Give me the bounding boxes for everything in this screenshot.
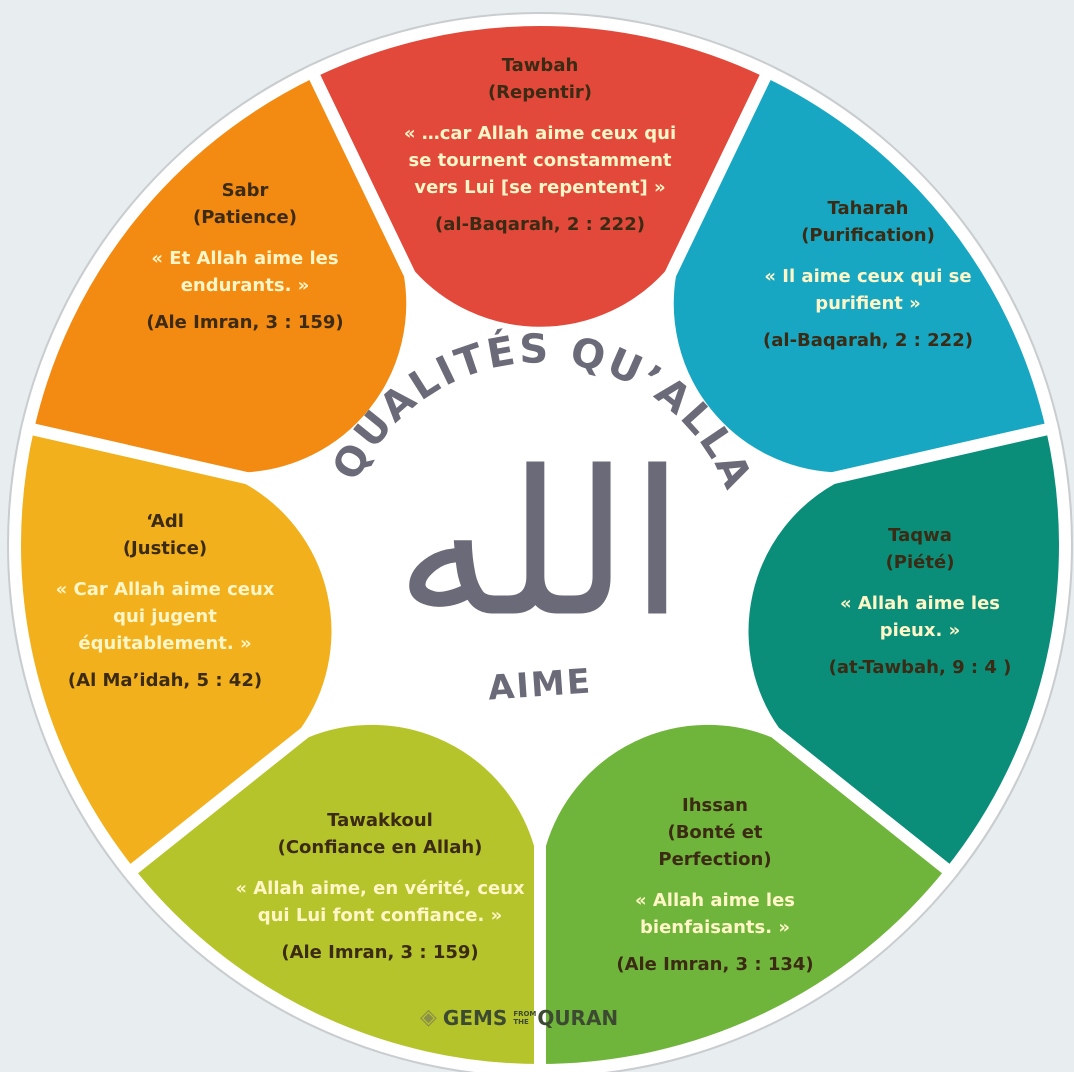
sector-label: Sabr (Patience) « Et Allah aime les endu… [140, 177, 350, 336]
allah-calligraphy: الله [395, 428, 685, 662]
sector-title: Sabr [221, 180, 269, 201]
sector-label: Taqwa (Piété) « Allah aime les pieux. » … [815, 522, 1025, 681]
center-subtitle: AIME [486, 661, 594, 709]
sector-title: Tawakkoul [327, 810, 433, 831]
sector-reference: (Ale Imran, 3 : 159) [146, 312, 344, 333]
sector-translation: (Purification) [801, 225, 935, 246]
sector-quote: « Allah aime, en vérité, ceux qui Lui fo… [235, 878, 525, 926]
sector-title: Tawbah [501, 55, 579, 76]
sector-label: Ihssan (Bonté et Perfection) « Allah aim… [615, 792, 815, 978]
gem-icon: ◈ [420, 1005, 437, 1030]
sector-reference: (Al Ma’idah, 5 : 42) [67, 670, 263, 691]
sector-translation: (Bonté et Perfection) [658, 822, 772, 870]
sector-label: Tawakkoul (Confiance en Allah) « Allah a… [230, 807, 530, 966]
sector-quote: « Allah aime les pieux. » [839, 593, 1001, 641]
sector-quote: « Car Allah aime ceux qui jugent équitab… [55, 579, 275, 654]
sector-translation: (Piété) [885, 552, 955, 573]
sector-title: Taqwa [888, 525, 952, 546]
sector-6 [20, 63, 419, 485]
logo: ◈ GEMS FROM THE QURAN [420, 1005, 618, 1030]
sector-label: Taharah (Purification) « Il aime ceux qu… [753, 195, 983, 354]
sector-translation: (Patience) [193, 207, 297, 228]
logo-text-left: GEMS [442, 1005, 508, 1030]
logo-text-right: QURAN [537, 1005, 619, 1030]
sector-label: ‘Adl (Justice) « Car Allah aime ceux qui… [55, 508, 275, 694]
sector-translation: (Repentir) [487, 82, 593, 103]
sector-reference: (al-Baqarah, 2 : 222) [763, 330, 973, 351]
sector-quote: « …car Allah aime ceux qui se tournent c… [403, 123, 677, 198]
sector-label: Tawbah (Repentir) « …car Allah aime ceux… [395, 52, 685, 238]
sector-title: Ihssan [682, 795, 748, 816]
sector-reference: (Ale Imran, 3 : 159) [281, 942, 479, 963]
logo-text-middle: FROM THE [513, 1009, 537, 1026]
sector-reference: (Ale Imran, 3 : 134) [616, 954, 814, 975]
sector-quote: « Allah aime les bienfaisants. » [634, 890, 796, 938]
sector-translation: (Justice) [122, 538, 208, 559]
sector-title: Taharah [827, 198, 909, 219]
sector-reference: (al-Baqarah, 2 : 222) [435, 214, 645, 235]
sector-title: ‘Adl [146, 511, 184, 532]
sector-reference: (at-Tawbah, 9 : 4 ) [828, 657, 1012, 678]
sector-quote: « Il aime ceux qui se purifient » [764, 266, 972, 314]
sector-quote: « Et Allah aime les endurants. » [151, 248, 339, 296]
sector-translation: (Confiance en Allah) [277, 837, 483, 858]
